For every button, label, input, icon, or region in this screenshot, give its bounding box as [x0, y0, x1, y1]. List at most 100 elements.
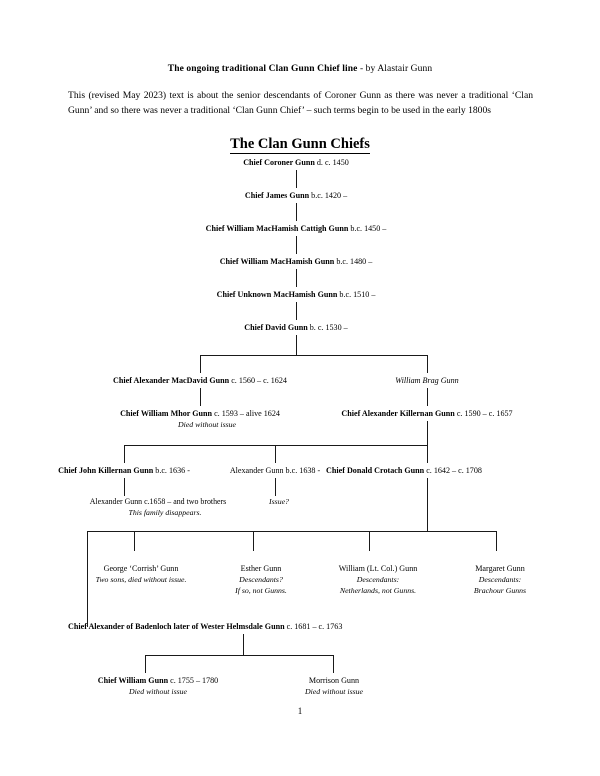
node-name: Chief Donald Crotach Gunn	[326, 466, 425, 475]
node-dates: c. 1590 – c. 1657	[454, 409, 513, 418]
intro-paragraph: This (revised May 2023) text is about th…	[68, 90, 533, 117]
note-esther-line2: If so, not Gunns.	[235, 586, 287, 595]
connector-gen10-drop-george	[134, 531, 135, 551]
node-unknown-machamish-gunn: Chief Unknown MacHamish Gunn b.c. 1510 –	[217, 289, 376, 300]
section-heading: The Clan Gunn Chiefs	[0, 136, 600, 154]
connector-gen10-bar	[87, 531, 496, 532]
node-esther-gunn: Esther Gunn	[241, 563, 282, 574]
connector-gen5-gen6	[296, 302, 297, 320]
node-dates: c. 1593 – alive 1624	[212, 409, 280, 418]
node-name: George ‘Corrish’ Gunn	[103, 564, 179, 573]
section-heading-text: The Clan Gunn Chiefs	[230, 136, 370, 154]
connector-killernan-stem	[427, 421, 428, 445]
node-dates: b.c. 1450 –	[348, 224, 387, 233]
node-name: Chief William MacHamish Cattigh Gunn	[205, 224, 349, 233]
document-title: The ongoing traditional Clan Gunn Chief …	[0, 64, 600, 74]
node-alexander-gunn-1638: Alexander Gunn b.c. 1638 -	[230, 465, 320, 476]
connector-gen3-gen4	[296, 236, 297, 254]
node-margaret-gunn: Margaret Gunn	[475, 563, 525, 574]
note-william-1755-died-without-issue: Died without issue	[128, 687, 188, 696]
node-dates: c. 1681 – c. 1763	[284, 622, 343, 631]
connector-gen9-drop-b	[275, 445, 276, 463]
node-john-killernan-gunn: Chief John Killernan Gunn b.c. 1636 -	[58, 465, 190, 476]
connector-gen10-drop-heir	[87, 531, 88, 627]
subnote-alexander-and-brothers: Alexander Gunn c.1658 – and two brothers	[89, 497, 227, 506]
node-name: Esther Gunn	[240, 564, 282, 573]
node-coroner-gunn: Chief Coroner Gunn d. c. 1450	[243, 157, 349, 168]
connector-crotach-stem	[427, 478, 428, 531]
connector-gen12-left-drop	[145, 655, 146, 673]
connector-gen7-bar	[200, 355, 427, 356]
node-william-machamish-gunn: Chief William MacHamish Gunn b.c. 1480 –	[220, 256, 373, 267]
node-dates: b.c. 1636 -	[153, 466, 190, 475]
connector-gen6-stem	[296, 335, 297, 355]
node-alexander-badenloch-gunn: Chief Alexander of Badenloch later of We…	[68, 621, 342, 632]
connector-gen10-drop-esther	[253, 531, 254, 551]
document-title-author: - by Alastair Gunn	[357, 64, 433, 74]
connector-gen4-gen5	[296, 269, 297, 287]
note-william-line2: Netherlands, not Gunns.	[339, 586, 417, 595]
connector-gen9-drop-c	[427, 445, 428, 463]
node-name: Chief William Gunn	[97, 676, 169, 685]
connector-alexander-1638-down	[275, 478, 276, 496]
connector-brag-to-killernan	[427, 388, 428, 406]
node-william-lt-col-gunn: William (Lt. Col.) Gunn	[339, 563, 418, 574]
node-david-gunn: Chief David Gunn b. c. 1530 –	[244, 322, 347, 333]
node-dates: c. 1755 – 1780	[168, 676, 219, 685]
node-alexander-macdavid-gunn: Chief Alexander MacDavid Gunn c. 1560 – …	[113, 375, 287, 386]
note-margaret-line2: Brachour Gunns	[473, 586, 527, 595]
note-issue-question: Issue?	[269, 497, 289, 506]
connector-john-killernan-down	[124, 478, 125, 496]
node-name: Chief William MacHamish Gunn	[219, 257, 335, 266]
node-william-gunn-1755: Chief William Gunn c. 1755 – 1780	[98, 675, 218, 686]
connector-gen12-bar	[145, 655, 333, 656]
note-margaret-line1: Descendants:	[478, 575, 522, 584]
connector-gen9-drop-a	[124, 445, 125, 463]
connector-gen10-drop-margaret	[496, 531, 497, 551]
node-morrison-gunn: Morrison Gunn	[309, 675, 359, 686]
node-name: William (Lt. Col.) Gunn	[338, 564, 418, 573]
node-dates: c. 1642 – c. 1708	[424, 466, 482, 475]
node-dates: b.c. 1420 –	[309, 191, 348, 200]
node-alexander-killernan-gunn: Chief Alexander Killernan Gunn c. 1590 –…	[341, 408, 512, 419]
node-dates: b.c. 1510 –	[337, 290, 376, 299]
node-dates: b. c. 1530 –	[307, 323, 348, 332]
node-name: Alexander Gunn b.c. 1638 -	[229, 466, 321, 475]
connector-badenloch-stem	[243, 634, 244, 655]
node-name: Chief James Gunn	[244, 191, 310, 200]
note-family-disappears: This family disappears.	[128, 508, 202, 517]
node-william-machamish-cattigh-gunn: Chief William MacHamish Cattigh Gunn b.c…	[206, 223, 387, 234]
note-william-line1: Descendants:	[356, 575, 400, 584]
page-number: 1	[297, 706, 303, 716]
connector-macdavid-to-mhor	[200, 388, 201, 406]
node-name: Morrison Gunn	[308, 676, 360, 685]
node-name: Chief Alexander Killernan Gunn	[341, 409, 455, 418]
node-dates: d. c. 1450	[314, 158, 349, 167]
node-name: Chief Alexander MacDavid Gunn	[113, 376, 230, 385]
note-mhor-died-without-issue: Died without issue	[177, 420, 237, 429]
node-william-mhor-gunn: Chief William Mhor Gunn c. 1593 – alive …	[120, 408, 280, 419]
node-name: William Brag Gunn	[395, 376, 459, 385]
connector-gen7-left-drop	[200, 355, 201, 373]
note-morrison-died-without-issue: Died without issue	[304, 687, 364, 696]
node-name: Margaret Gunn	[475, 564, 525, 573]
note-esther-line1: Descendants?	[239, 575, 283, 584]
node-name: Chief William Mhor Gunn	[120, 409, 213, 418]
node-george-corrish-gunn: George ‘Corrish’ Gunn	[104, 563, 179, 574]
note-george-line1: Two sons, died without issue.	[95, 575, 187, 584]
node-name: Chief Alexander of Badenloch later of We…	[68, 622, 285, 631]
node-name: Chief Coroner Gunn	[243, 158, 315, 167]
connector-gen12-right-drop	[333, 655, 334, 673]
connector-gen1-gen2	[296, 170, 297, 188]
node-donald-crotach-gunn: Chief Donald Crotach Gunn c. 1642 – c. 1…	[326, 465, 482, 476]
document-title-bold: The ongoing traditional Clan Gunn Chief …	[167, 64, 358, 74]
connector-gen9-bar	[124, 445, 428, 446]
node-william-brag-gunn: William Brag Gunn	[395, 375, 458, 386]
node-james-gunn: Chief James Gunn b.c. 1420 –	[245, 190, 347, 201]
node-dates: b.c. 1480 –	[334, 257, 373, 266]
connector-gen2-gen3	[296, 203, 297, 221]
node-name: Chief Unknown MacHamish Gunn	[216, 290, 338, 299]
connector-gen7-right-drop	[427, 355, 428, 373]
node-dates: c. 1560 – c. 1624	[229, 376, 287, 385]
